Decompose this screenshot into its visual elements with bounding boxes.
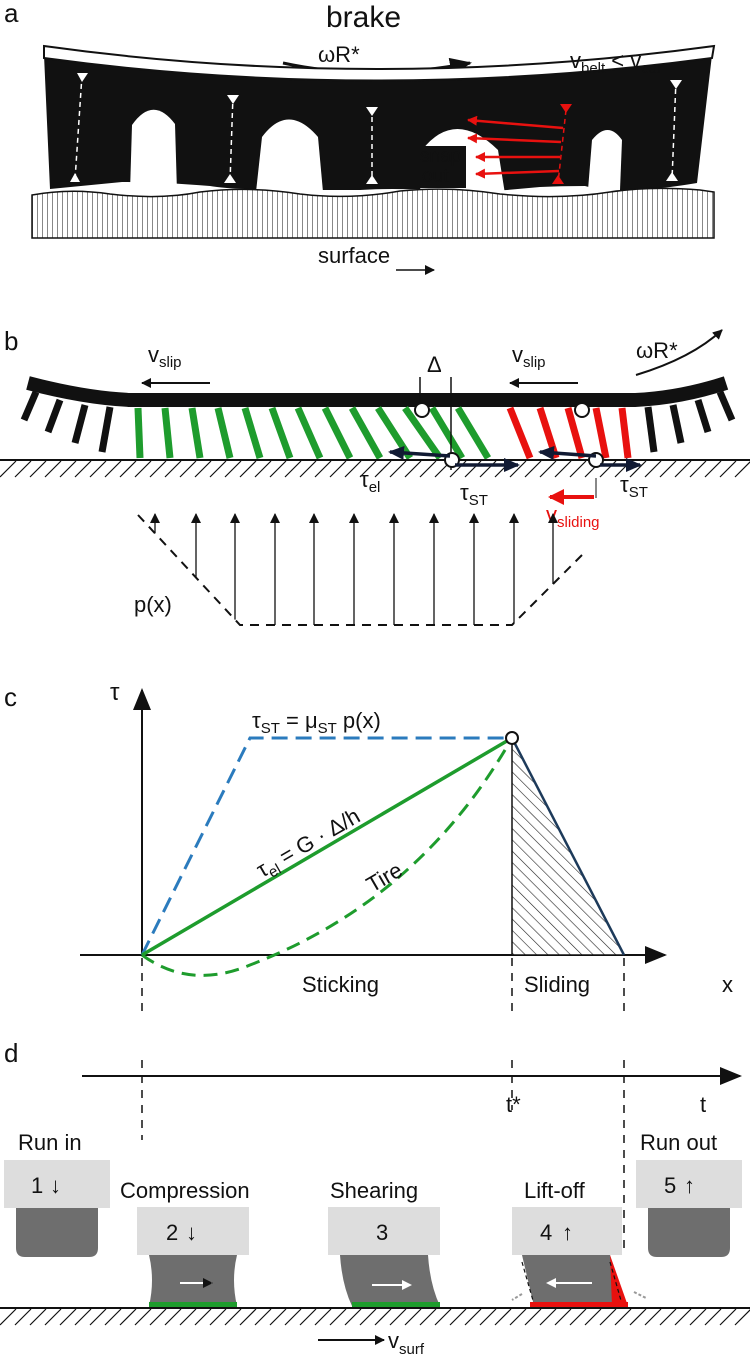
stage-4-label: Lift-off: [524, 1178, 586, 1203]
stage-3-num: 3: [376, 1220, 388, 1245]
velocity-relation: vbelt < vcar: [570, 48, 662, 77]
pressure-arrows: [150, 513, 558, 625]
tire-label: Tire: [362, 857, 407, 897]
panel-letter-d: d: [4, 1038, 18, 1068]
stage-4-num: 4: [540, 1220, 552, 1245]
bristles-black-right: [644, 390, 736, 453]
stage-2-top-block: [137, 1207, 249, 1255]
stage-2-contact: [149, 1302, 237, 1308]
stage-4-contact: [530, 1302, 628, 1308]
tau-el-equation: τel = G · Δ/h: [252, 803, 366, 886]
tau-st-label-right: τST: [620, 472, 648, 501]
stage-1-num: 1: [31, 1173, 43, 1198]
snap-label: snap: [420, 146, 461, 167]
block-reference-lines: [74, 74, 677, 183]
rotation-arrow-b: [635, 329, 723, 376]
tau-axis-label: τ: [110, 679, 120, 706]
stage-guides: [141, 958, 625, 1250]
belt-point-right: [574, 402, 590, 418]
ground-hatch-b: [0, 460, 750, 478]
v-slip-right-label: vslip: [512, 342, 546, 371]
static-friction-curve: [140, 736, 512, 956]
tau-el-arrow-right: [538, 446, 597, 460]
stage-1-label: Run in: [18, 1130, 82, 1155]
omega-r-label: ωR*: [318, 42, 360, 67]
peak-point: [505, 731, 519, 745]
groove: [588, 130, 622, 190]
v-slip-left-label: vslip: [148, 342, 182, 371]
snap-out-line: [557, 109, 567, 184]
pressure-label: p(x): [134, 592, 172, 617]
surface-label: surface: [318, 243, 390, 268]
stage-5-tread: [648, 1208, 730, 1257]
tau-st-equation: τST = μST p(x): [252, 708, 381, 737]
v-surf-label: vsurf: [388, 1328, 425, 1358]
tau-el-label: τel: [360, 467, 380, 496]
t-star-label: t*: [506, 1092, 521, 1117]
stage-5-top-block: [636, 1160, 742, 1208]
stage-2-arrow: ↓: [186, 1220, 197, 1245]
v-sliding-label: vsliding: [546, 502, 600, 531]
block-markers: [70, 73, 682, 184]
groove: [256, 119, 323, 192]
stage-1-tread: [16, 1208, 98, 1257]
panel-a: a brake ωR*: [4, 0, 716, 275]
tau-st-label: τST: [460, 480, 488, 509]
ground-hatch-d: [0, 1308, 750, 1326]
elastic-stress-line: [141, 736, 513, 957]
stage-3-label: Shearing: [330, 1178, 418, 1203]
pressure-envelope: [137, 514, 583, 626]
stage-1-arrow: ↓: [50, 1173, 61, 1198]
stage-3-top-block: [328, 1207, 440, 1255]
omega-r-label-b: ωR*: [636, 338, 678, 363]
tire-curve: [141, 737, 514, 977]
stage-4-top-block: [512, 1207, 622, 1255]
stage-4-tread: [522, 1255, 622, 1306]
panel-b: b vslip vslip ωR*: [0, 326, 750, 626]
bristles-black-left: [20, 390, 114, 453]
road-surface: [31, 187, 715, 239]
stage-2-num: 2: [166, 1220, 178, 1245]
panel-letter-a: a: [4, 0, 19, 28]
tau-el-arrow: [388, 445, 451, 460]
panel-letter-c: c: [4, 682, 17, 712]
stage-5-label: Run out: [640, 1130, 717, 1155]
sliding-label: Sliding: [524, 972, 590, 997]
stage-5-arrow: ↑: [684, 1173, 695, 1198]
brake-label: brake: [326, 1, 401, 34]
stage-5-num: 5: [664, 1173, 676, 1198]
tire-belt: [43, 44, 716, 82]
stage-3-contact: [352, 1302, 440, 1308]
delta-label: Δ: [427, 352, 442, 377]
bristles-green-sticking: [134, 405, 492, 461]
sticking-label: Sticking: [302, 972, 379, 997]
panel-letter-b: b: [4, 326, 18, 356]
stage-2-tread: [149, 1255, 237, 1306]
bristles-red-sliding: [506, 406, 632, 460]
belt-b: [26, 376, 729, 407]
panel-d: d t* t Run in 1 ↓ Compression 2 ↓ Sheari…: [0, 1038, 750, 1358]
stage-1-top-block: [4, 1160, 110, 1208]
stage-4-arrow: ↑: [562, 1220, 573, 1245]
stage-3-tread: [340, 1255, 440, 1306]
x-axis-label: x: [722, 972, 733, 997]
groove: [130, 109, 177, 192]
out-label: out: [422, 166, 449, 187]
snap-out-arrows: [467, 115, 564, 179]
belt-point: [414, 402, 430, 418]
stage-2-label: Compression: [120, 1178, 250, 1203]
t-axis-label: t: [700, 1092, 706, 1117]
panel-c: c τ x τST = μST p(x) τel = G · Δ/h Tire …: [4, 679, 733, 997]
